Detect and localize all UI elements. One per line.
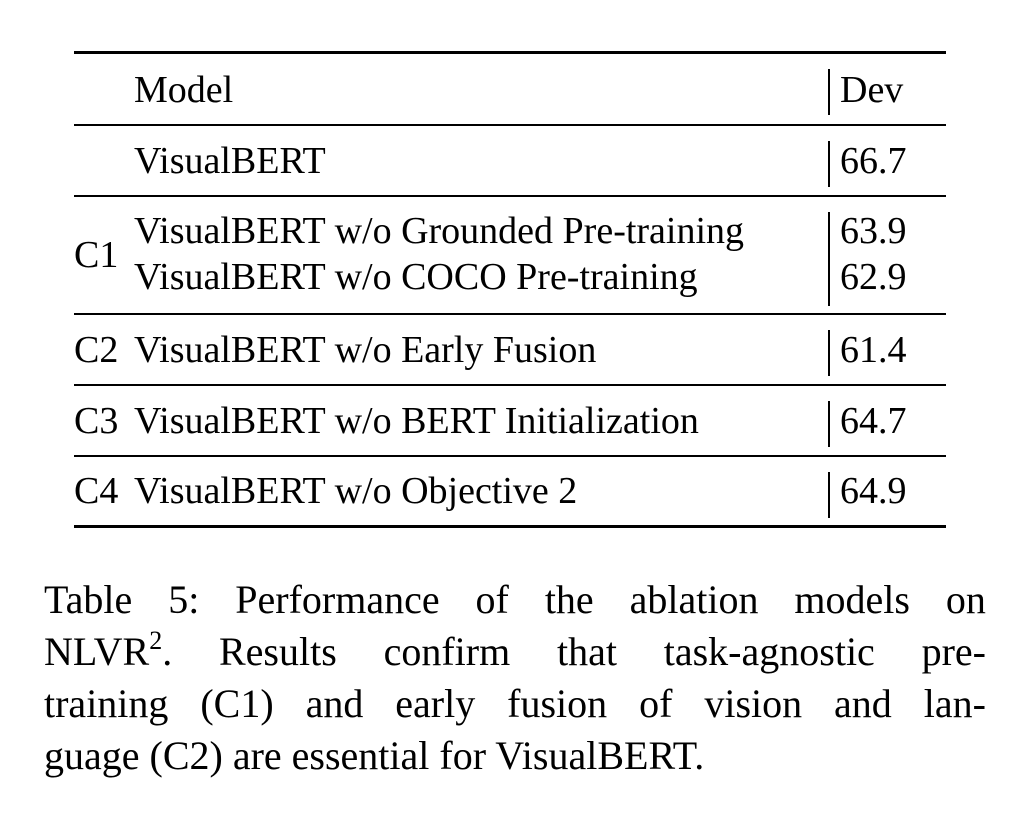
caption-word: early — [395, 681, 476, 726]
column-separator — [828, 472, 830, 518]
dev-score: 62.9 — [840, 256, 907, 298]
caption-word: . — [162, 629, 173, 674]
caption-word: that — [556, 629, 617, 674]
caption-word: lan- — [923, 681, 986, 726]
row-rule — [74, 384, 946, 386]
caption-word: ablation — [629, 577, 759, 622]
header-dev: Dev — [840, 69, 904, 111]
dev-score: 63.9 — [840, 210, 907, 252]
caption-line: training (C1) and early fusion of vision… — [44, 678, 986, 730]
caption-word: on — [945, 577, 986, 622]
caption-word: the — [544, 577, 594, 622]
model-name: VisualBERT w/o Grounded Pre-training — [134, 210, 745, 252]
row-rule — [74, 195, 946, 197]
superscript: 2 — [149, 626, 163, 655]
model-name: VisualBERT w/o Objective 2 — [134, 470, 578, 512]
column-separator — [828, 212, 830, 306]
caption-word: (C1) — [200, 681, 274, 726]
caption-word: vision — [704, 681, 803, 726]
dataset-name: NLVR — [44, 629, 150, 674]
group-label: C4 — [74, 470, 119, 512]
caption-word: models — [794, 577, 910, 622]
caption-word: of — [475, 577, 509, 622]
column-separator — [828, 69, 830, 115]
header-model: Model — [134, 69, 234, 111]
caption-text: guage (C2) are essential for VisualBERT. — [44, 733, 705, 778]
caption-word: confirm — [383, 629, 511, 674]
caption-word: NLVR2. — [44, 626, 172, 678]
group-label: C3 — [74, 400, 119, 442]
caption-line: guage (C2) are essential for VisualBERT. — [44, 730, 986, 782]
table-caption: Table 5: Performance of the ablation mod… — [44, 574, 986, 782]
header-rule — [74, 124, 946, 126]
caption-word: and — [834, 681, 892, 726]
caption-word: pre- — [921, 629, 986, 674]
model-name: VisualBERT w/o Early Fusion — [134, 329, 597, 371]
row-rule — [74, 455, 946, 457]
caption-word: task-agnostic — [663, 629, 875, 674]
caption-word: Results — [219, 629, 337, 674]
caption-line: NLVR2. Results confirm that task-agnosti… — [44, 626, 986, 678]
dev-score: 64.7 — [840, 400, 907, 442]
group-label: C2 — [74, 329, 119, 371]
caption-word: of — [639, 681, 673, 726]
caption-word: 5: — [168, 577, 200, 622]
caption-line: Table 5: Performance of the ablation mod… — [44, 574, 986, 626]
caption-word: fusion — [507, 681, 608, 726]
caption-word: training — [44, 681, 169, 726]
caption-word: Performance — [235, 577, 440, 622]
top-rule — [74, 51, 946, 54]
column-separator — [828, 330, 830, 376]
caption-word: Table — [44, 577, 133, 622]
dev-score: 61.4 — [840, 329, 907, 371]
row-rule — [74, 313, 946, 315]
bottom-rule — [74, 525, 946, 528]
column-separator — [828, 401, 830, 447]
caption-word: and — [305, 681, 364, 726]
dev-score: 66.7 — [840, 140, 907, 182]
dev-score: 64.9 — [840, 470, 907, 512]
column-separator — [828, 141, 830, 187]
model-name: VisualBERT w/o BERT Initialization — [134, 400, 699, 442]
model-name: VisualBERT w/o COCO Pre-training — [134, 256, 698, 298]
group-label: C1 — [74, 234, 119, 276]
model-name: VisualBERT — [134, 140, 326, 182]
